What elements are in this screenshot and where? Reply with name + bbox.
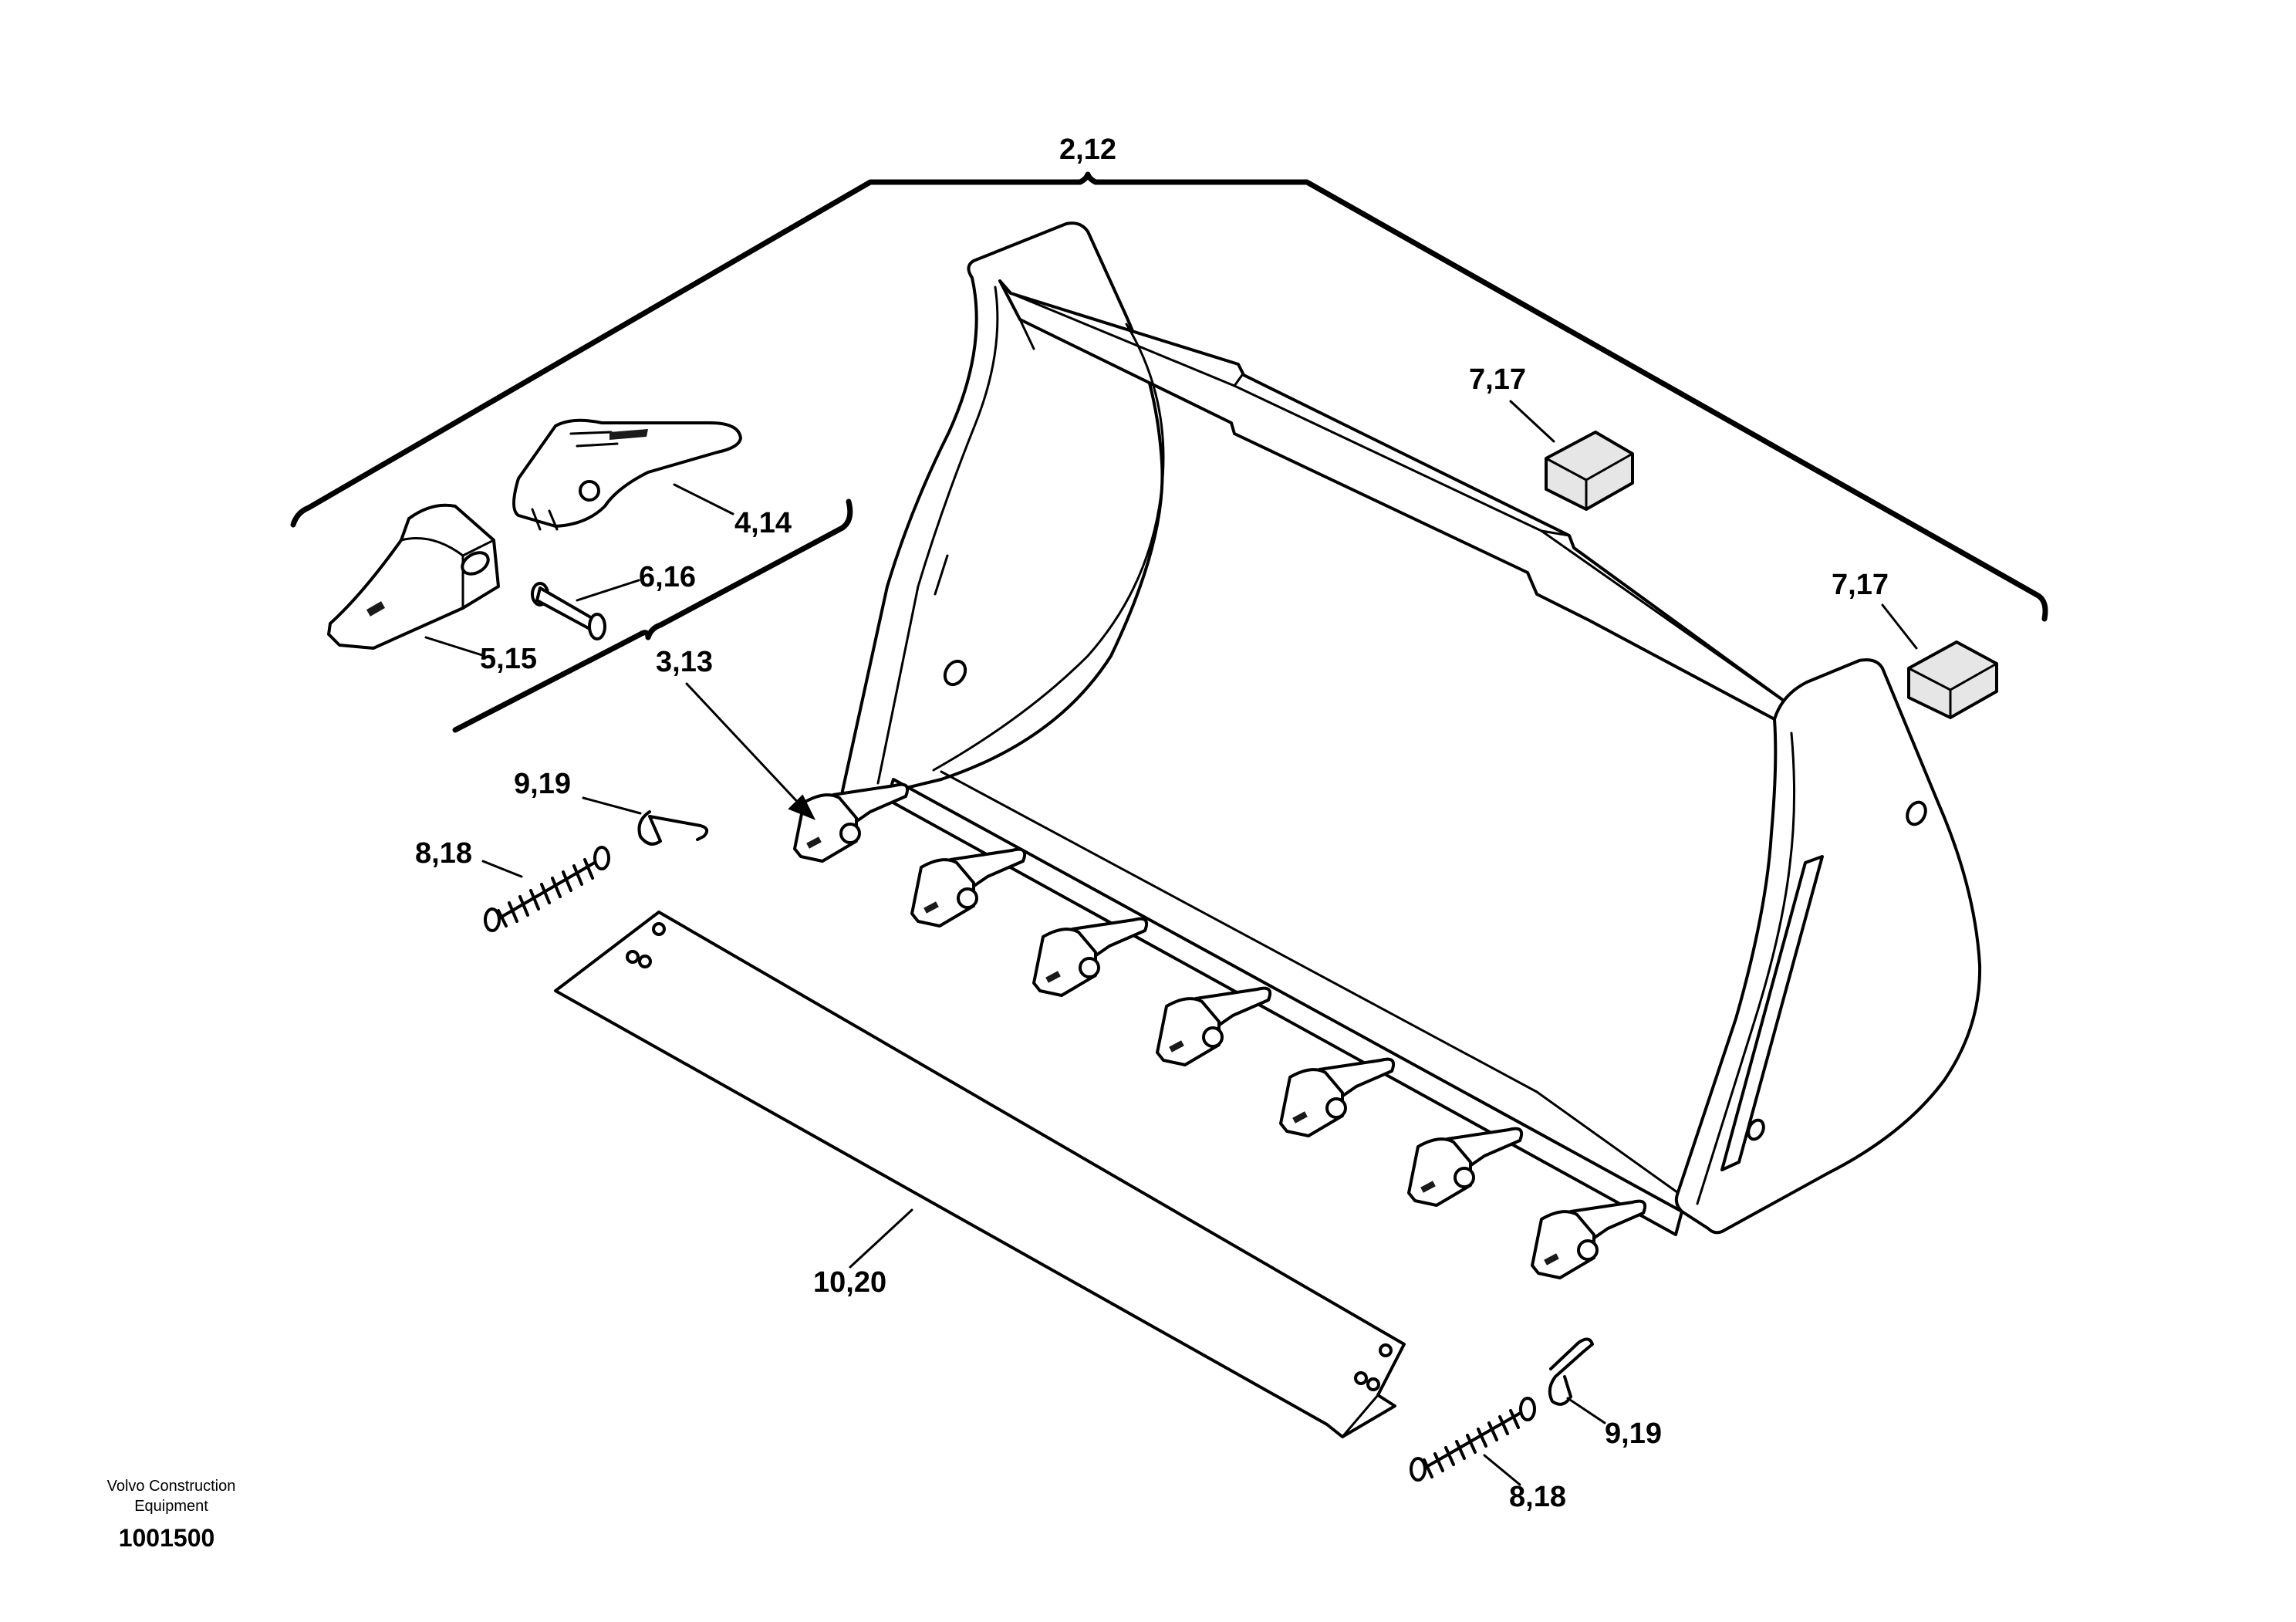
leader-3-13 bbox=[685, 682, 816, 820]
spring-2 bbox=[1410, 1397, 1536, 1482]
wear-block-1 bbox=[1545, 431, 1634, 511]
brand-line-2: Equipment bbox=[134, 1498, 208, 1515]
label-9-19-b: 9,19 bbox=[1605, 1418, 1662, 1450]
leader-9-19-b bbox=[1566, 1397, 1606, 1424]
label-5-15: 5,15 bbox=[480, 643, 537, 675]
label-7-17-b: 7,17 bbox=[1832, 569, 1889, 601]
bracket-bucket bbox=[290, 171, 2048, 622]
tooth-assembly-6 bbox=[1407, 1127, 1524, 1207]
teeth-row bbox=[793, 782, 1647, 1279]
tooth-assembly-7 bbox=[1531, 1199, 1647, 1279]
leader-5-15 bbox=[424, 636, 486, 657]
tooth-part bbox=[512, 418, 742, 531]
leader-8-18-b bbox=[1483, 1454, 1521, 1486]
leader-7-17-b bbox=[1881, 603, 1918, 650]
bracket-teeth bbox=[452, 498, 853, 733]
leader-7-17-a bbox=[1509, 400, 1555, 443]
spring-1 bbox=[484, 846, 610, 932]
tooth-assembly-5 bbox=[1279, 1057, 1396, 1137]
label-9-19-a: 9,19 bbox=[514, 768, 571, 800]
clip-1 bbox=[637, 810, 709, 846]
clip-2 bbox=[1548, 1337, 1594, 1406]
brand-line-1: Volvo Construction bbox=[107, 1478, 236, 1495]
bucket bbox=[840, 221, 1982, 1236]
wear-block-2 bbox=[1907, 640, 1998, 719]
tooth-assembly-2 bbox=[910, 847, 1027, 928]
label-10-20: 10,20 bbox=[813, 1266, 886, 1299]
label-7-17-a: 7,17 bbox=[1469, 363, 1526, 396]
leader-4-14 bbox=[673, 483, 734, 515]
label-2-12: 2,12 bbox=[1059, 133, 1116, 166]
tooth-assembly-1 bbox=[793, 782, 910, 863]
pin-part bbox=[531, 582, 606, 640]
leader-10-20 bbox=[849, 1208, 913, 1269]
label-6-16: 6,16 bbox=[639, 561, 696, 593]
label-8-18-b: 8,18 bbox=[1509, 1481, 1566, 1513]
label-8-18-a: 8,18 bbox=[415, 837, 472, 870]
tooth-assembly-3 bbox=[1032, 917, 1149, 997]
adapter-part bbox=[327, 503, 500, 650]
label-3-13: 3,13 bbox=[656, 646, 713, 678]
leader-6-16 bbox=[576, 579, 640, 602]
leader-8-18-a bbox=[481, 860, 523, 878]
label-4-14: 4,14 bbox=[734, 507, 792, 539]
tooth-assembly-4 bbox=[1156, 986, 1272, 1066]
cover-plate bbox=[554, 911, 1406, 1438]
drawing-number: 1001500 bbox=[119, 1524, 215, 1552]
leader-9-19-a bbox=[582, 796, 642, 815]
